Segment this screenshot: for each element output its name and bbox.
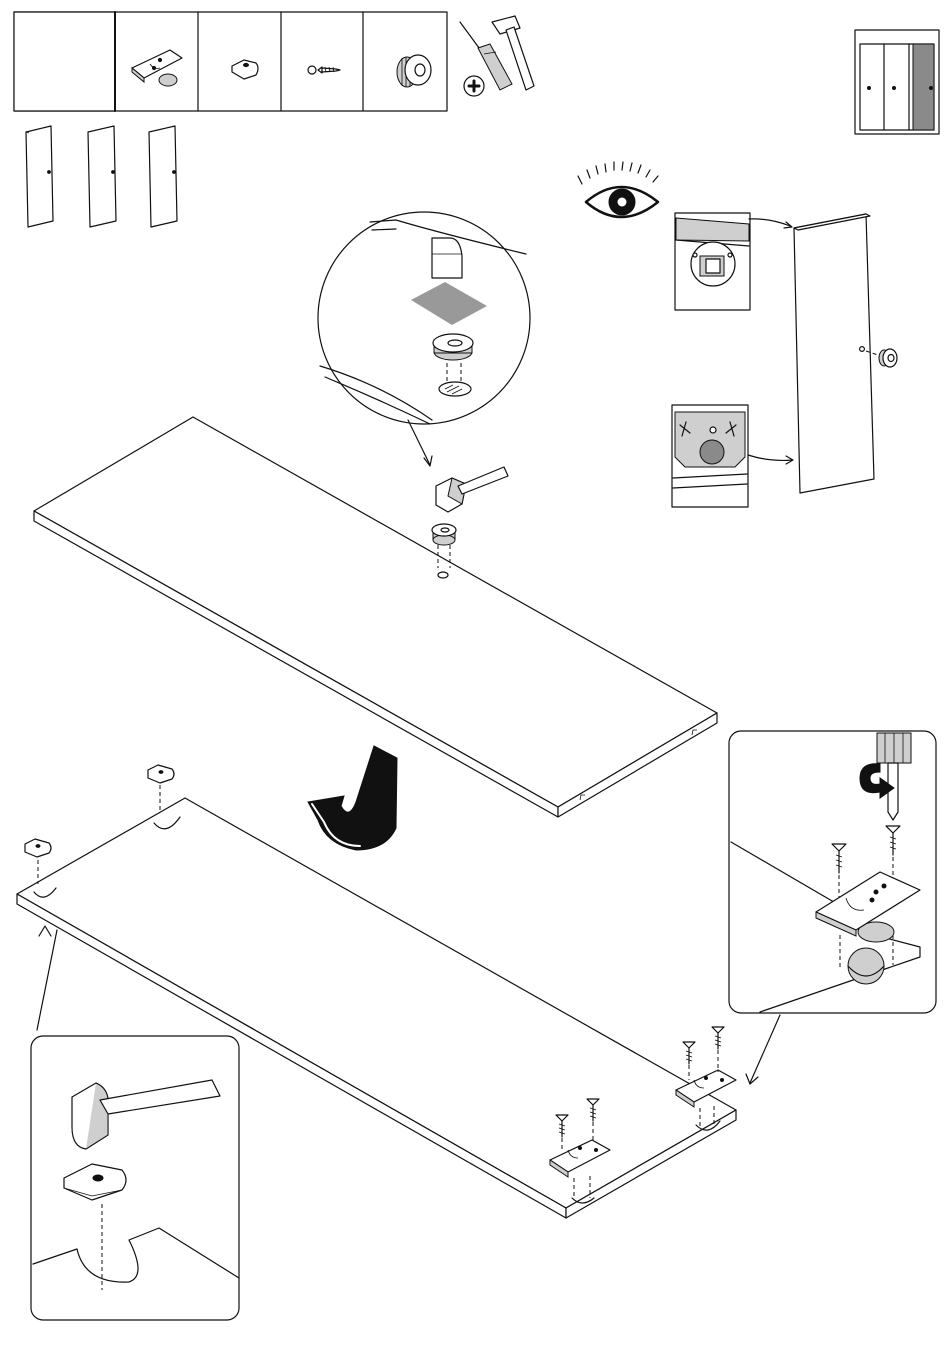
handle-knob-icon: [432, 524, 456, 545]
phillips-head-icon: [464, 76, 484, 96]
parts-box: [14, 12, 447, 111]
screw-icon: [712, 1027, 724, 1072]
top-roller-detail: [675, 213, 792, 310]
door-panel-3: [149, 126, 177, 227]
door-panel-2: [88, 126, 116, 227]
door-panel-1: [26, 126, 53, 227]
knob-zoom-detail: [318, 212, 530, 466]
door-panel-side: [794, 214, 897, 493]
hammer-icon: [432, 238, 462, 278]
guide-cap-icon: [148, 765, 174, 810]
bottom-roller-detail: [672, 405, 793, 507]
wardrobe-overview-icon: [855, 30, 939, 134]
eye-icon: [578, 162, 658, 217]
door-panels-row: [26, 126, 177, 227]
handle-knob-icon: [433, 334, 473, 360]
parts-cell-blank: [14, 12, 115, 111]
screw-icon: [683, 1042, 695, 1080]
hammer-icon: [436, 467, 508, 512]
handle-knob-icon: [879, 349, 897, 367]
handle-knob-icon: [397, 55, 431, 87]
screwdriver-zoom-detail: [729, 731, 936, 1084]
flip-arrow-icon: [308, 746, 397, 850]
